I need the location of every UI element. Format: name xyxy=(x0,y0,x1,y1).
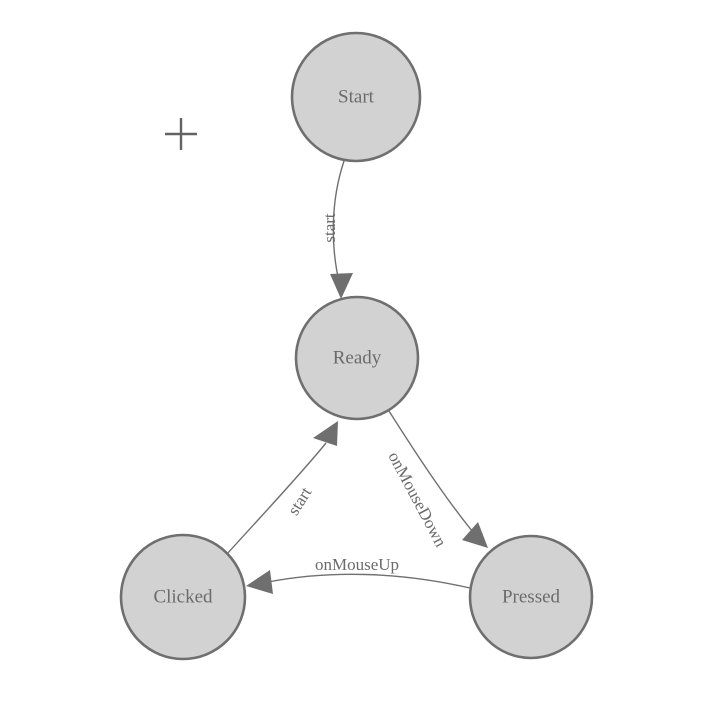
node-circle-clicked[interactable] xyxy=(119,533,247,661)
edge-label-clicked-to-ready: start xyxy=(284,483,316,518)
edge-label-ready-to-pressed: onMouseDown xyxy=(384,449,450,551)
node-label-ready: Ready xyxy=(333,347,382,368)
edge-label-pressed-to-clicked: onMouseUp xyxy=(315,555,399,574)
edge-clicked-to-ready[interactable]: start xyxy=(226,421,338,555)
node-circle-pressed[interactable] xyxy=(468,534,594,660)
arrowhead-pressed-to-clicked xyxy=(246,570,273,594)
edge-path-start-to-ready[interactable] xyxy=(332,160,345,287)
edge-ready-to-pressed[interactable]: onMouseDown xyxy=(384,410,488,551)
node-label-clicked: Clicked xyxy=(153,586,213,607)
arrowhead-clicked-to-ready xyxy=(313,421,338,446)
edge-path-ready-to-pressed[interactable] xyxy=(388,410,479,539)
node-label-start: Start xyxy=(338,86,375,107)
edge-path-clicked-to-ready[interactable] xyxy=(226,442,327,555)
edge-start-to-ready[interactable]: start xyxy=(320,160,353,299)
edge-path-pressed-to-clicked[interactable] xyxy=(267,573,471,589)
arrowhead-ready-to-pressed xyxy=(462,522,488,548)
node-ready[interactable]: Ready xyxy=(294,295,420,421)
edge-pressed-to-clicked[interactable]: onMouseUp xyxy=(246,555,471,594)
node-circle-ready[interactable] xyxy=(294,295,420,421)
node-clicked[interactable]: Clicked xyxy=(119,533,247,661)
crosshair-icon xyxy=(165,118,197,150)
arrowhead-start-to-ready xyxy=(330,273,353,299)
edge-label-start-to-ready: start xyxy=(320,213,339,243)
node-circle-start[interactable] xyxy=(290,31,422,163)
node-label-pressed: Pressed xyxy=(502,586,561,607)
node-pressed[interactable]: Pressed xyxy=(468,534,594,660)
node-start[interactable]: Start xyxy=(290,31,422,163)
